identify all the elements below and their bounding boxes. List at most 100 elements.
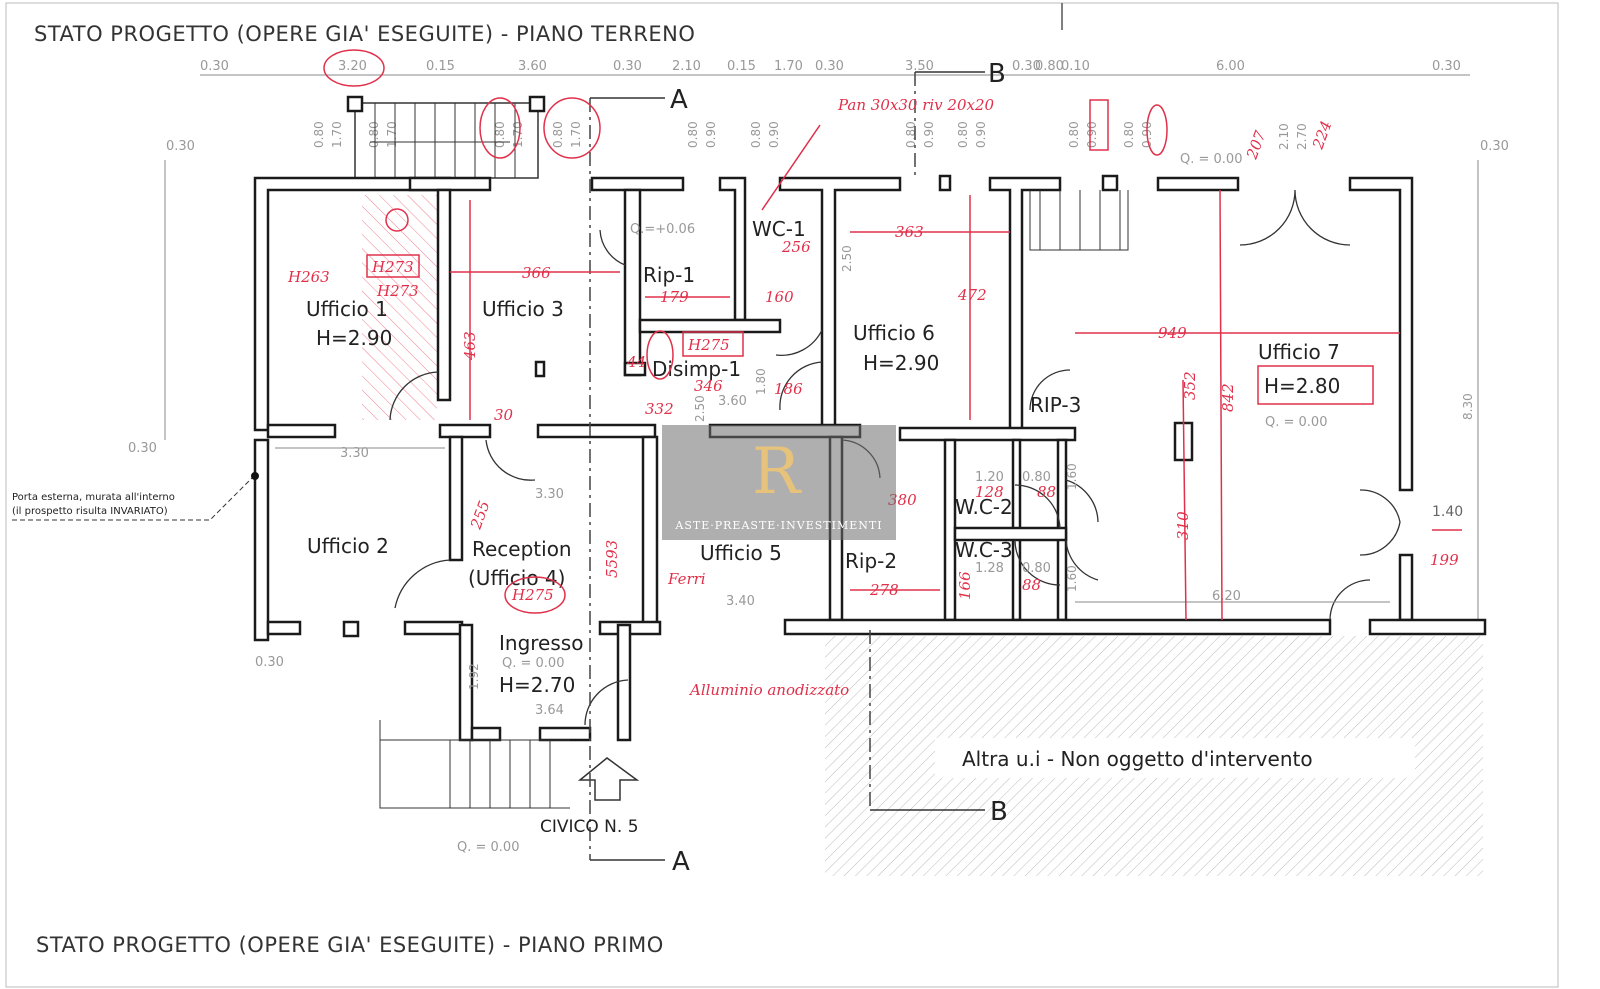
note-walled-door: Porta esterna, murata all'interno (il pr… bbox=[12, 472, 259, 521]
svg-text:A: A bbox=[670, 85, 688, 115]
title-piano-primo: STATO PROGETTO (OPERE GIA' ESEGUITE) - P… bbox=[36, 933, 664, 957]
svg-text:5593: 5593 bbox=[603, 540, 621, 578]
svg-text:949: 949 bbox=[1158, 324, 1187, 342]
svg-text:0.10: 0.10 bbox=[1061, 59, 1090, 74]
svg-text:0.80: 0.80 bbox=[312, 121, 326, 148]
svg-text:0.80: 0.80 bbox=[1035, 59, 1064, 74]
svg-text:(il prospetto risulta INVARIAT: (il prospetto risulta INVARIATO) bbox=[12, 506, 168, 517]
svg-text:256: 256 bbox=[781, 238, 811, 256]
inner-dimensions: 3.30 3.30 3.40 1.20 0.80 1.28 0.80 6.20 … bbox=[275, 152, 1463, 855]
svg-text:1.60: 1.60 bbox=[1065, 463, 1079, 490]
civico-label: CIVICO N. 5 bbox=[540, 817, 639, 837]
svg-text:0.90: 0.90 bbox=[974, 121, 988, 148]
svg-text:0.90: 0.90 bbox=[767, 121, 781, 148]
svg-text:166: 166 bbox=[956, 571, 974, 600]
svg-text:1.70: 1.70 bbox=[385, 121, 399, 148]
svg-text:128: 128 bbox=[975, 483, 1004, 501]
svg-text:332: 332 bbox=[645, 400, 674, 418]
watermark: R ASTE·PREASTE·INVESTIMENTI bbox=[662, 425, 896, 540]
svg-text:2.10: 2.10 bbox=[672, 59, 701, 74]
other-unit-label: Altra u.i - Non oggetto d'intervento bbox=[962, 747, 1313, 771]
svg-text:0.80: 0.80 bbox=[686, 121, 700, 148]
svg-text:0.90: 0.90 bbox=[704, 121, 718, 148]
room-labels: Ufficio 1 H=2.90 Ufficio 3 Rip-1 WC-1 Di… bbox=[306, 217, 1340, 837]
svg-text:199: 199 bbox=[1430, 551, 1459, 569]
svg-text:Q.=+0.06: Q.=+0.06 bbox=[630, 222, 695, 237]
svg-text:0.80: 0.80 bbox=[493, 121, 507, 148]
room-ufficio-3: Ufficio 3 bbox=[482, 297, 564, 321]
svg-text:179: 179 bbox=[660, 288, 689, 306]
svg-text:88: 88 bbox=[1022, 576, 1041, 594]
top-dimension-line: 0.30 3.20 0.15 3.60 0.30 2.10 0.15 1.70 … bbox=[200, 49, 1470, 87]
svg-text:160: 160 bbox=[765, 288, 794, 306]
svg-text:842: 842 bbox=[1219, 383, 1237, 412]
svg-text:3.50: 3.50 bbox=[905, 59, 934, 74]
svg-text:0.30: 0.30 bbox=[613, 59, 642, 74]
sheet-border bbox=[5, 2, 1559, 988]
svg-text:1.92: 1.92 bbox=[467, 663, 481, 690]
svg-text:1.70: 1.70 bbox=[511, 121, 525, 148]
stair-internal bbox=[1029, 190, 1129, 251]
svg-text:0.30: 0.30 bbox=[815, 59, 844, 74]
svg-text:Porta esterna, murata all'inte: Porta esterna, murata all'interno bbox=[12, 492, 175, 503]
svg-text:472: 472 bbox=[957, 286, 987, 304]
svg-text:2.50: 2.50 bbox=[693, 395, 707, 422]
room-ufficio-7: Ufficio 7 bbox=[1258, 340, 1340, 364]
ufficio-1-red-hatch bbox=[362, 195, 437, 420]
side-dimensions: 0.30 0.30 0.30 0.30 8.30 bbox=[128, 139, 1509, 670]
svg-text:0.30: 0.30 bbox=[128, 441, 157, 456]
svg-text:0.80: 0.80 bbox=[551, 121, 565, 148]
room-reception: Reception bbox=[472, 537, 572, 561]
svg-text:6.20: 6.20 bbox=[1212, 589, 1241, 604]
svg-text:1.20: 1.20 bbox=[975, 470, 1004, 485]
svg-text:1.70: 1.70 bbox=[569, 121, 583, 148]
svg-text:3.60: 3.60 bbox=[518, 59, 547, 74]
svg-text:Q. = 0.00: Q. = 0.00 bbox=[502, 656, 564, 671]
svg-text:(Ufficio 4): (Ufficio 4) bbox=[468, 566, 565, 590]
svg-text:0.80: 0.80 bbox=[1022, 470, 1051, 485]
svg-text:B: B bbox=[988, 59, 1006, 89]
title-piano-terreno: STATO PROGETTO (OPERE GIA' ESEGUITE) - P… bbox=[34, 22, 695, 46]
svg-text:1.28: 1.28 bbox=[975, 561, 1004, 576]
svg-text:346: 346 bbox=[694, 377, 723, 395]
room-ufficio-5: Ufficio 5 bbox=[700, 541, 782, 565]
svg-text:H=2.80: H=2.80 bbox=[1264, 374, 1340, 398]
svg-text:H273: H273 bbox=[371, 258, 414, 276]
svg-text:366: 366 bbox=[522, 264, 551, 282]
svg-text:1.80: 1.80 bbox=[754, 368, 768, 395]
room-ufficio-2: Ufficio 2 bbox=[307, 534, 389, 558]
svg-text:30: 30 bbox=[494, 406, 514, 424]
svg-text:3.30: 3.30 bbox=[340, 446, 369, 461]
svg-text:88: 88 bbox=[1037, 483, 1056, 501]
ferri-note: Ferri bbox=[667, 570, 706, 588]
svg-text:H=2.90: H=2.90 bbox=[316, 326, 392, 350]
svg-text:Alluminio anodizzato: Alluminio anodizzato bbox=[688, 681, 849, 699]
svg-text:0.90: 0.90 bbox=[922, 121, 936, 148]
svg-text:6.00: 6.00 bbox=[1216, 59, 1245, 74]
svg-text:2.10: 2.10 bbox=[1277, 123, 1291, 150]
svg-text:186: 186 bbox=[774, 380, 803, 398]
svg-text:Q. = 0.00: Q. = 0.00 bbox=[1265, 415, 1327, 430]
svg-text:H=2.70: H=2.70 bbox=[499, 673, 575, 697]
svg-text:Pan 30x30 riv 20x20: Pan 30x30 riv 20x20 bbox=[837, 96, 994, 114]
svg-text:3.60: 3.60 bbox=[718, 394, 747, 409]
svg-text:3.20: 3.20 bbox=[338, 59, 367, 74]
svg-text:0.30: 0.30 bbox=[255, 655, 284, 670]
stair-entrance bbox=[379, 720, 640, 809]
room-wc-3: W.C-3 bbox=[955, 538, 1013, 562]
svg-text:1.70: 1.70 bbox=[774, 59, 803, 74]
room-disimp-1: Disimp-1 bbox=[652, 357, 741, 381]
svg-text:Q. = 0.00: Q. = 0.00 bbox=[1180, 152, 1242, 167]
svg-text:0.30: 0.30 bbox=[1012, 59, 1041, 74]
svg-text:2.50: 2.50 bbox=[840, 245, 854, 272]
svg-text:0.80: 0.80 bbox=[367, 121, 381, 148]
svg-text:1.70: 1.70 bbox=[330, 121, 344, 148]
svg-text:H273: H273 bbox=[376, 282, 419, 300]
svg-text:3.40: 3.40 bbox=[726, 594, 755, 609]
svg-text:0.80: 0.80 bbox=[904, 121, 918, 148]
svg-text:310: 310 bbox=[1174, 511, 1192, 540]
room-rip-3: RIP-3 bbox=[1030, 393, 1081, 417]
svg-text:278: 278 bbox=[869, 581, 899, 599]
svg-text:2.70: 2.70 bbox=[1295, 123, 1309, 150]
room-wc-1: WC-1 bbox=[752, 217, 806, 241]
